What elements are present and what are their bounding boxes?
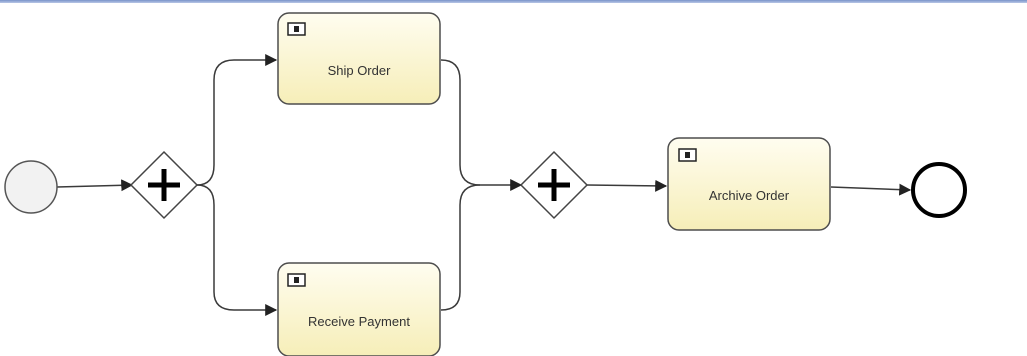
task-ship-order[interactable]: Ship Order (277, 12, 441, 105)
flow-split-to-receive-payment[interactable] (196, 184, 278, 316)
user-task-icon (678, 148, 697, 162)
plus-icon (538, 169, 570, 201)
sequence-flows (56, 54, 912, 316)
flow-split-to-ship-order[interactable] (196, 54, 278, 186)
end-event[interactable] (911, 162, 967, 218)
top-border (0, 0, 1027, 3)
task-receive-payment[interactable]: Receive Payment (277, 262, 441, 356)
parallel-gateway-split[interactable] (129, 150, 199, 220)
user-task-icon (287, 273, 306, 287)
task-archive-order[interactable]: Archive Order (667, 137, 831, 231)
flow-archive-order-to-end[interactable] (830, 183, 912, 196)
flow-receive-payment-to-join[interactable] (440, 184, 481, 311)
user-task-icon (287, 22, 306, 36)
task-label-archive-order: Archive Order (709, 188, 790, 203)
plus-icon (148, 169, 180, 201)
start-event[interactable] (4, 160, 58, 214)
task-label-receive-payment: Receive Payment (308, 314, 410, 329)
flow-join-to-archive-order[interactable] (586, 179, 668, 192)
task-label-ship-order: Ship Order (328, 63, 392, 78)
parallel-gateway-join[interactable] (519, 150, 589, 220)
flow-ship-order-to-join[interactable] (440, 59, 523, 191)
flow-start-to-split[interactable] (56, 179, 134, 192)
